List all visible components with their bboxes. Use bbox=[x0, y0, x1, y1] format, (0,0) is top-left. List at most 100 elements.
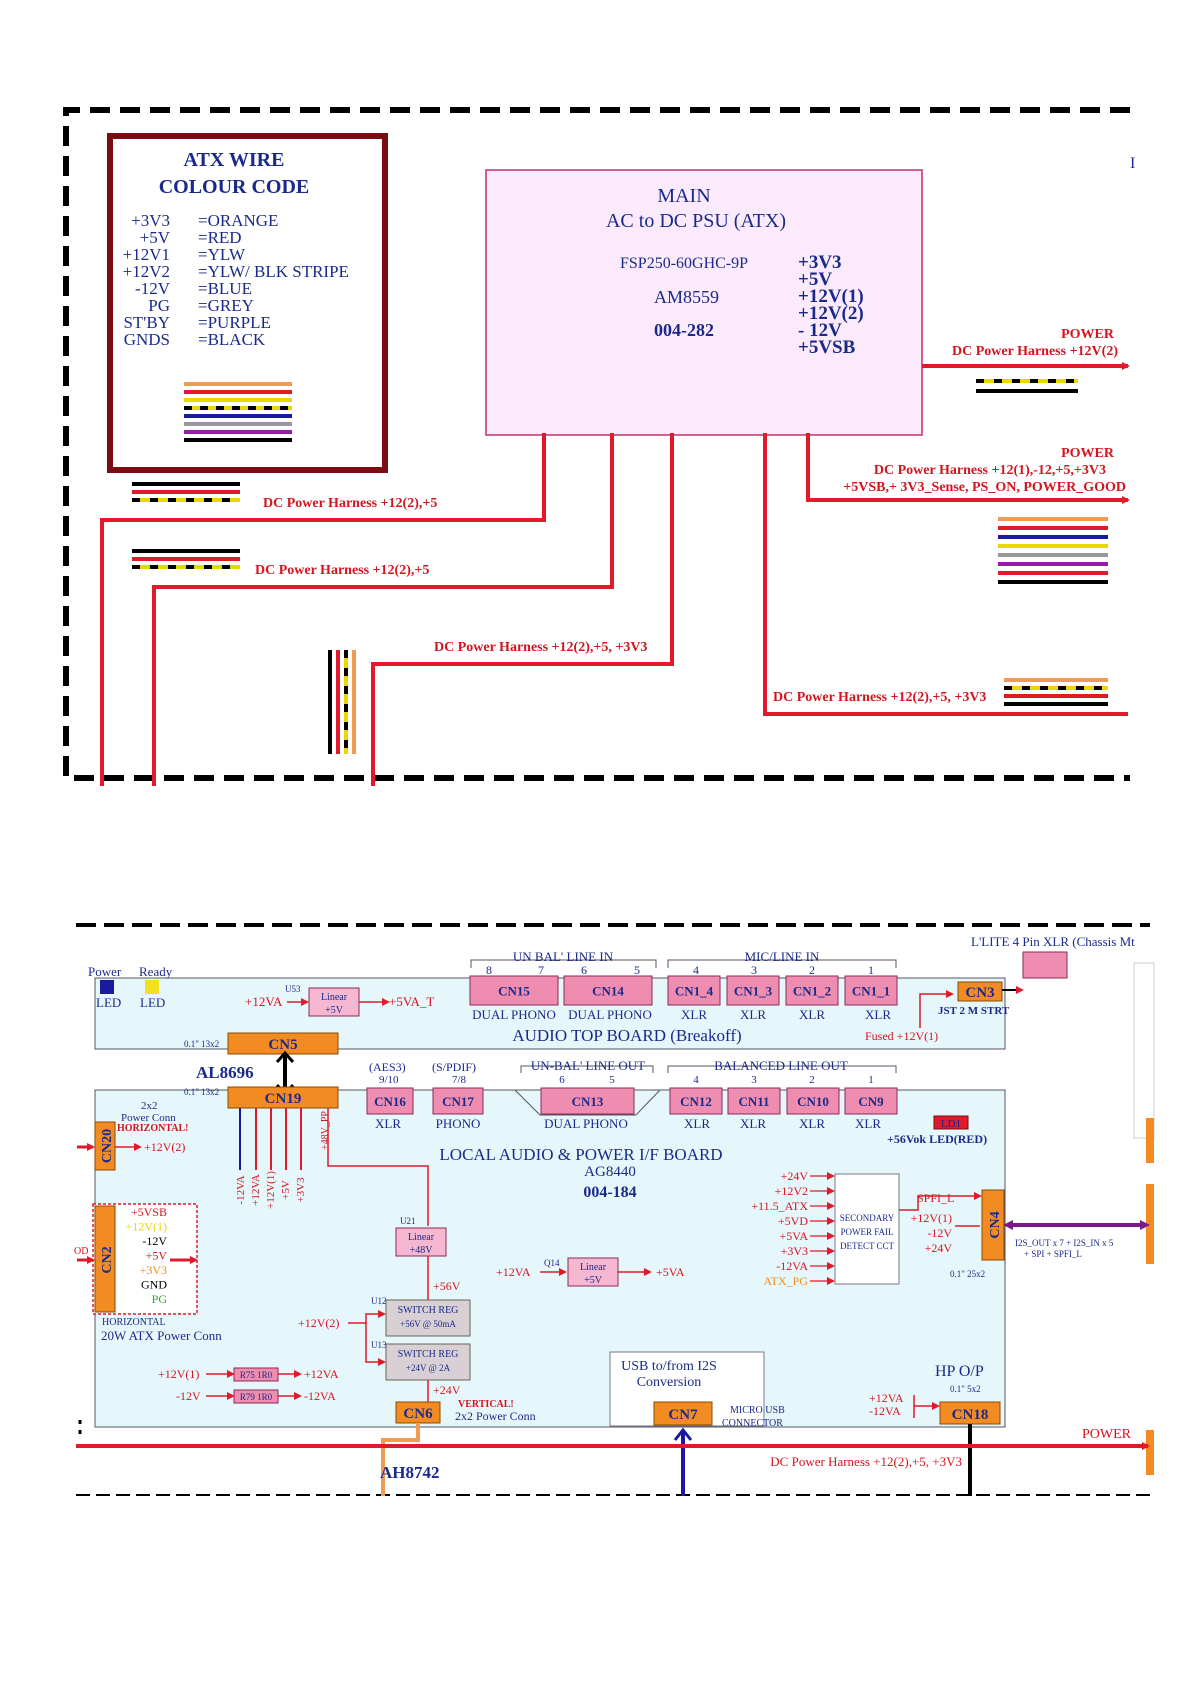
cn2-orientation: HORIZONTAL bbox=[102, 1317, 166, 1328]
cn20-rail: +12V(2) bbox=[144, 1140, 185, 1154]
cn18-label: CN18 bbox=[952, 1407, 989, 1423]
label-power-a: POWER bbox=[1061, 327, 1115, 342]
xlr-label-b: XLR bbox=[740, 1007, 766, 1022]
cn3-type: JST 2 M STRT bbox=[938, 1005, 1010, 1017]
cn20-label: CN20 bbox=[100, 1129, 115, 1163]
cn10-type: XLR bbox=[799, 1116, 825, 1131]
cn1-2-label: CN1_2 bbox=[793, 984, 831, 999]
led-power-label: Power bbox=[88, 964, 122, 979]
wire-colour-6: =PURPLE bbox=[198, 313, 271, 332]
xlr-label-a: XLR bbox=[681, 1007, 707, 1022]
u21-line2: +48V bbox=[410, 1245, 434, 1256]
main-psu: MAIN AC to DC PSU (ATX) FSP250-60GHC-9P … bbox=[485, 169, 923, 436]
llite-label: L'LITE 4 Pin XLR (Chassis Mt bbox=[971, 934, 1135, 949]
cn18-rail-wire bbox=[913, 1395, 938, 1418]
ah8742-label: AH8742 bbox=[380, 1463, 440, 1482]
label-harness-4: DC Power Harness +12(2),+5, +3V3 bbox=[773, 690, 986, 705]
pf-line3: DETECT CCT bbox=[840, 1241, 895, 1251]
cn2-pin-2: -12V bbox=[142, 1234, 167, 1248]
ld1-description: +56Vok LED(RED) bbox=[887, 1132, 987, 1146]
wire-code-rows: +3V3=ORANGE+5V=RED+12V1=YLW+12V2=YLW/ BL… bbox=[123, 211, 349, 349]
cn20-connector bbox=[94, 1121, 116, 1171]
cn4-pitch: 0.1" 25x2 bbox=[950, 1269, 985, 1279]
cn15-label: CN15 bbox=[498, 984, 530, 999]
u53-box bbox=[308, 987, 360, 1017]
cn2-pin-1: +12V(1) bbox=[126, 1220, 167, 1234]
cn20-title2: Power Conn bbox=[121, 1112, 176, 1124]
edge-conn-c bbox=[1146, 1430, 1154, 1475]
pin-5: 5 bbox=[634, 963, 640, 977]
pf-line1: SECONDARY bbox=[840, 1213, 895, 1223]
dual-phono-label-2: DUAL PHONO bbox=[568, 1007, 652, 1022]
label-harness-main-2: +5VSB,+ 3V3_Sense, PS_ON, POWER_GOOD bbox=[843, 480, 1126, 495]
cn5-pitch: 0.1" 13x2 bbox=[184, 1039, 219, 1049]
spfi-wire bbox=[899, 1192, 982, 1211]
u21-ref: U21 bbox=[400, 1216, 416, 1226]
spdif-pins: 7/8 bbox=[452, 1074, 467, 1086]
hp-op-label: HP O/P bbox=[935, 1363, 984, 1380]
harness-sample-1 bbox=[132, 482, 240, 502]
cn4-rails: +12V(1)-12V+24V bbox=[911, 1211, 953, 1255]
cn1-3-label: CN1_3 bbox=[734, 984, 773, 999]
psu-output-2: +12V(1) bbox=[798, 286, 864, 307]
psu-output-rails: +3V3+5V+12V(1)+12V(2)- 12V+5VSB bbox=[798, 252, 864, 358]
cn17-connector bbox=[432, 1087, 484, 1115]
xlr-label-c: XLR bbox=[799, 1007, 825, 1022]
edge-letter: I bbox=[1130, 155, 1135, 172]
psu-output-4: - 12V bbox=[798, 320, 842, 341]
cn1-2-connector bbox=[785, 975, 839, 1006]
cn12-label: CN12 bbox=[680, 1094, 712, 1109]
r75-output: +12VA bbox=[304, 1367, 339, 1381]
cn1-4-label: CN1_4 bbox=[675, 984, 714, 999]
sw-in-wire-u13 bbox=[365, 1323, 386, 1366]
wire-rail-3: +12V2 bbox=[123, 262, 170, 281]
u13-line1: SWITCH REG bbox=[398, 1349, 459, 1360]
r79-input: -12V bbox=[176, 1389, 201, 1403]
wire-colour-2: =YLW bbox=[198, 245, 246, 264]
cn14-connector bbox=[563, 975, 653, 1006]
mic-line-in-bracket bbox=[667, 959, 897, 968]
u13-line2: +24V @ 2A bbox=[406, 1363, 451, 1373]
cn1-3-connector bbox=[726, 975, 780, 1006]
cn2-pin-0: +5VSB bbox=[131, 1205, 167, 1219]
top-power-section: I ATX WIRE COLOUR CODE +3V3=ORANGE+5V=RE… bbox=[63, 107, 1135, 786]
cn2-pin-3: +5V bbox=[146, 1249, 168, 1263]
cn7-type2: CONNECTOR bbox=[722, 1418, 783, 1429]
cn15-connector bbox=[469, 975, 559, 1006]
cn6-orientation: VERTICAL! bbox=[458, 1399, 514, 1410]
unbal-line-out-bracket bbox=[520, 1065, 654, 1073]
pin-6: 6 bbox=[581, 963, 587, 977]
pf-input-5: +3V3 bbox=[781, 1244, 808, 1258]
wire-rail-1: +5V bbox=[140, 228, 171, 247]
bal-pin-4: 4 bbox=[693, 1074, 699, 1086]
cn6-harness-wire bbox=[381, 1423, 420, 1496]
cn6-type: 2x2 Power Conn bbox=[455, 1409, 536, 1423]
u12-line1: SWITCH REG bbox=[398, 1305, 459, 1316]
psu-model: FSP250-60GHC-9P bbox=[620, 255, 748, 272]
label-harness-main-1: DC Power Harness +12(1),-12,+5,+3V3 bbox=[874, 463, 1106, 478]
u13-box bbox=[385, 1343, 471, 1381]
wire-colour-4: =BLUE bbox=[198, 279, 252, 298]
cn19-pitch: 0.1" 13x2 bbox=[184, 1087, 219, 1097]
dual-phono-label-1: DUAL PHONO bbox=[472, 1007, 556, 1022]
pf-input-1: +12V2 bbox=[775, 1184, 808, 1198]
fused-wire bbox=[919, 990, 954, 1028]
cn13-label: CN13 bbox=[572, 1094, 604, 1109]
u12-ref: U12 bbox=[371, 1296, 387, 1306]
unbal-line-out-title: UN-BAL' LINE OUT bbox=[531, 1058, 645, 1073]
cn19-connector bbox=[227, 1086, 339, 1109]
label-harness-3: DC Power Harness +12(2),+5, +3V3 bbox=[434, 640, 647, 655]
vertical-rail-labels: -12VA+12VA+12V(1)+5V+3V3 bbox=[235, 1171, 307, 1209]
cn4-rail-1: -12V bbox=[927, 1226, 952, 1240]
cn13-connector bbox=[540, 1087, 635, 1115]
wire-harness-4 bbox=[763, 433, 1128, 716]
cn4-rail-0: +12V(1) bbox=[911, 1211, 952, 1225]
bal-pin-2: 2 bbox=[809, 1074, 815, 1086]
cn12-connector bbox=[669, 1087, 723, 1115]
local-board-title: LOCAL AUDIO & POWER I/F BOARD bbox=[439, 1145, 722, 1164]
cn2-pin-5: GND bbox=[141, 1278, 167, 1292]
cn11-label: CN11 bbox=[738, 1094, 769, 1109]
harness-sample-3 bbox=[328, 650, 356, 754]
pf-input-4: +5VA bbox=[779, 1229, 808, 1243]
usb-arrow-up bbox=[673, 1427, 693, 1441]
